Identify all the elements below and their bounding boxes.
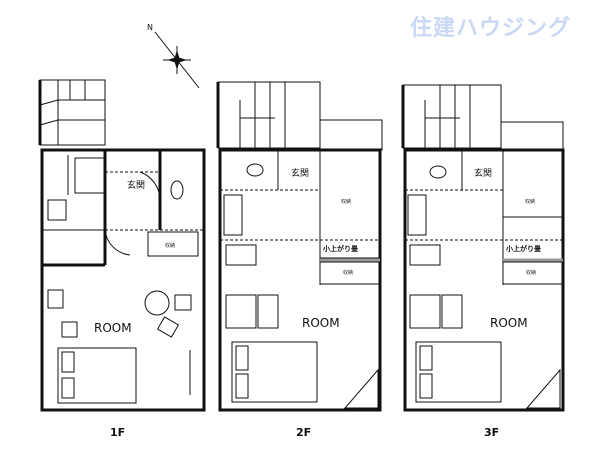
room-label: ROOM bbox=[490, 316, 528, 330]
stairs bbox=[401, 84, 502, 149]
floor-label: 2F bbox=[296, 426, 311, 439]
room-label: ROOM bbox=[94, 321, 132, 335]
storage-label: 収納 bbox=[165, 242, 175, 249]
compass-north-label: N bbox=[147, 23, 153, 32]
floor-3f: 玄関 収納 小上がり畳 収納 ROOM 3F bbox=[401, 84, 565, 439]
entrance-label: 玄関 bbox=[474, 167, 492, 179]
company-logo: 住建ハウジング bbox=[410, 16, 572, 41]
compass-icon: N bbox=[147, 23, 200, 89]
floor-label: 1F bbox=[110, 426, 125, 439]
storage-label-upper: 収納 bbox=[525, 198, 535, 205]
stairs bbox=[38, 79, 106, 146]
floor-label: 3F bbox=[484, 426, 499, 439]
room-label: ROOM bbox=[302, 316, 340, 330]
storage-label-upper: 収納 bbox=[341, 198, 351, 205]
entrance-label: 玄関 bbox=[291, 167, 309, 179]
entrance-label: 玄関 bbox=[127, 179, 145, 191]
loft-label: 小上がり畳 bbox=[505, 244, 541, 253]
stairs bbox=[216, 81, 321, 149]
floor-2f: 玄関 小上がり畳 収納 ROOM 2F bbox=[216, 81, 383, 439]
storage-label: 収納 bbox=[343, 269, 353, 276]
loft-label: 小上がり畳 bbox=[322, 244, 358, 253]
storage-label: 収納 bbox=[526, 269, 536, 276]
floor-1f: 玄関 収納 ROOM 1F bbox=[38, 79, 206, 439]
